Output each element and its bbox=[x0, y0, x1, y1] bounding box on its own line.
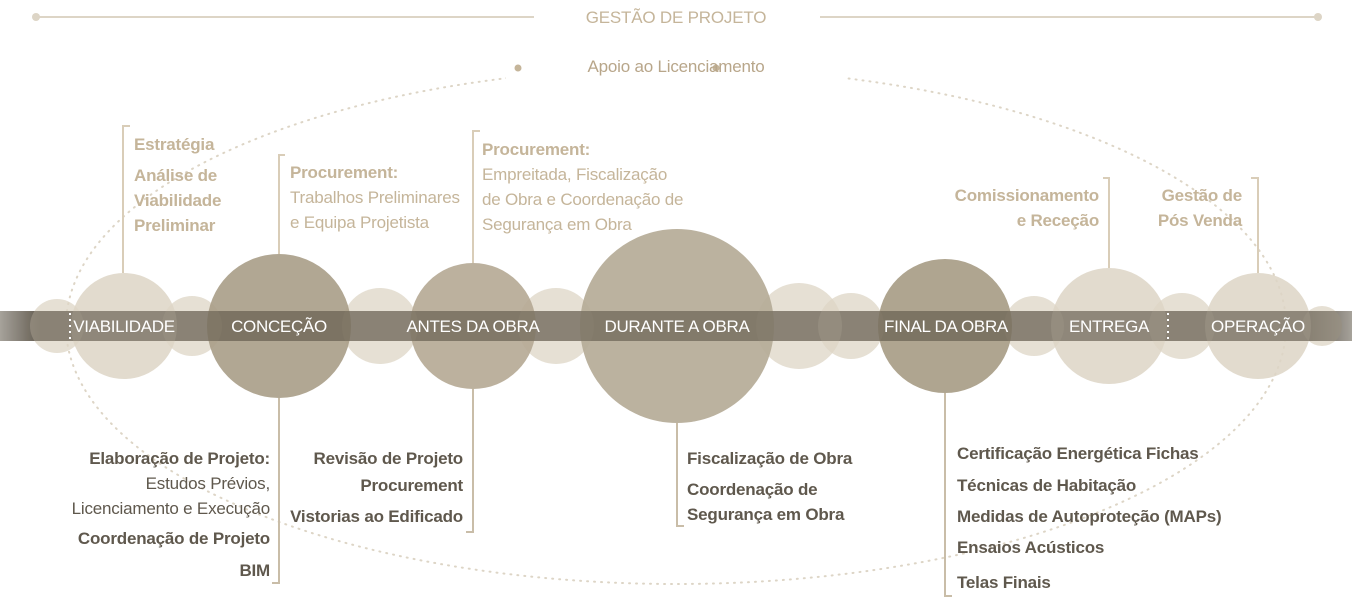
phase-label-durante-a-obra: DURANTE A OBRA bbox=[604, 317, 750, 336]
viabilidade-analise: Análise de Viabilidade Preliminar bbox=[134, 166, 222, 235]
antes-procurement-body: Empreitada, Fiscalização de Obra e Coord… bbox=[482, 165, 684, 234]
header-title: GESTÃO DE PROJETO bbox=[585, 8, 767, 27]
concecao-elaboracao-body: Estudos Prévios, Licenciamento e Execuçã… bbox=[71, 474, 271, 518]
phase-label-final-da-obra: FINAL DA OBRA bbox=[884, 317, 1008, 336]
final-telas: Telas Finais bbox=[957, 573, 1051, 592]
concecao-coordenacao: Coordenação de Projeto bbox=[77, 529, 270, 548]
timeline-bar-overlay bbox=[0, 311, 1352, 341]
viabilidade-estrategia: Estratégia bbox=[134, 135, 215, 154]
phase-label-entrega: ENTREGA bbox=[1068, 317, 1150, 336]
bar-separators bbox=[69, 313, 1169, 339]
final-certificacao: Certificação Energética Fichas bbox=[957, 444, 1199, 463]
final-medidas: Medidas de Autoproteção (MAPs) bbox=[957, 507, 1222, 526]
durante-fiscalizacao: Fiscalização de Obra bbox=[687, 449, 853, 468]
antes-revisao: Revisão de Projeto bbox=[313, 449, 464, 468]
operacao-gestao: Gestão de Pós Venda bbox=[1157, 186, 1242, 230]
concecao-elaboracao-title: Elaboração de Projeto: bbox=[89, 449, 270, 468]
phase-label-antes-da-obra: ANTES DA OBRA bbox=[406, 317, 540, 336]
entrega-comissionamento: Comissionamento e Receção bbox=[954, 186, 1100, 230]
top-brackets bbox=[122, 125, 1259, 273]
header-rules bbox=[32, 13, 1322, 21]
support-label: Apoio ao Licenciamento bbox=[587, 57, 765, 76]
antes-procurement-title: Procurement: bbox=[482, 140, 591, 159]
durante-coordenacao: Coordenação de Segurança em Obra bbox=[687, 480, 845, 524]
final-tecnicas: Técnicas de Habitação bbox=[957, 476, 1137, 495]
final-ensaios: Ensaios Acústicos bbox=[957, 538, 1105, 557]
concecao-procurement-body: Trabalhos Preliminares e Equipa Projetis… bbox=[290, 188, 460, 232]
concecao-procurement-title: Procurement: bbox=[290, 163, 399, 182]
phase-label-viabilidade: VIABILIDADE bbox=[73, 317, 175, 336]
antes-procurement: Procurement bbox=[360, 476, 463, 495]
phase-label-concecao: CONCEÇÃO bbox=[231, 317, 327, 336]
phase-label-operacao: OPERAÇÃO bbox=[1211, 317, 1305, 336]
antes-vistorias: Vistorias ao Edificado bbox=[290, 507, 463, 526]
concecao-bim: BIM bbox=[239, 561, 270, 580]
bottom-brackets bbox=[272, 389, 952, 597]
